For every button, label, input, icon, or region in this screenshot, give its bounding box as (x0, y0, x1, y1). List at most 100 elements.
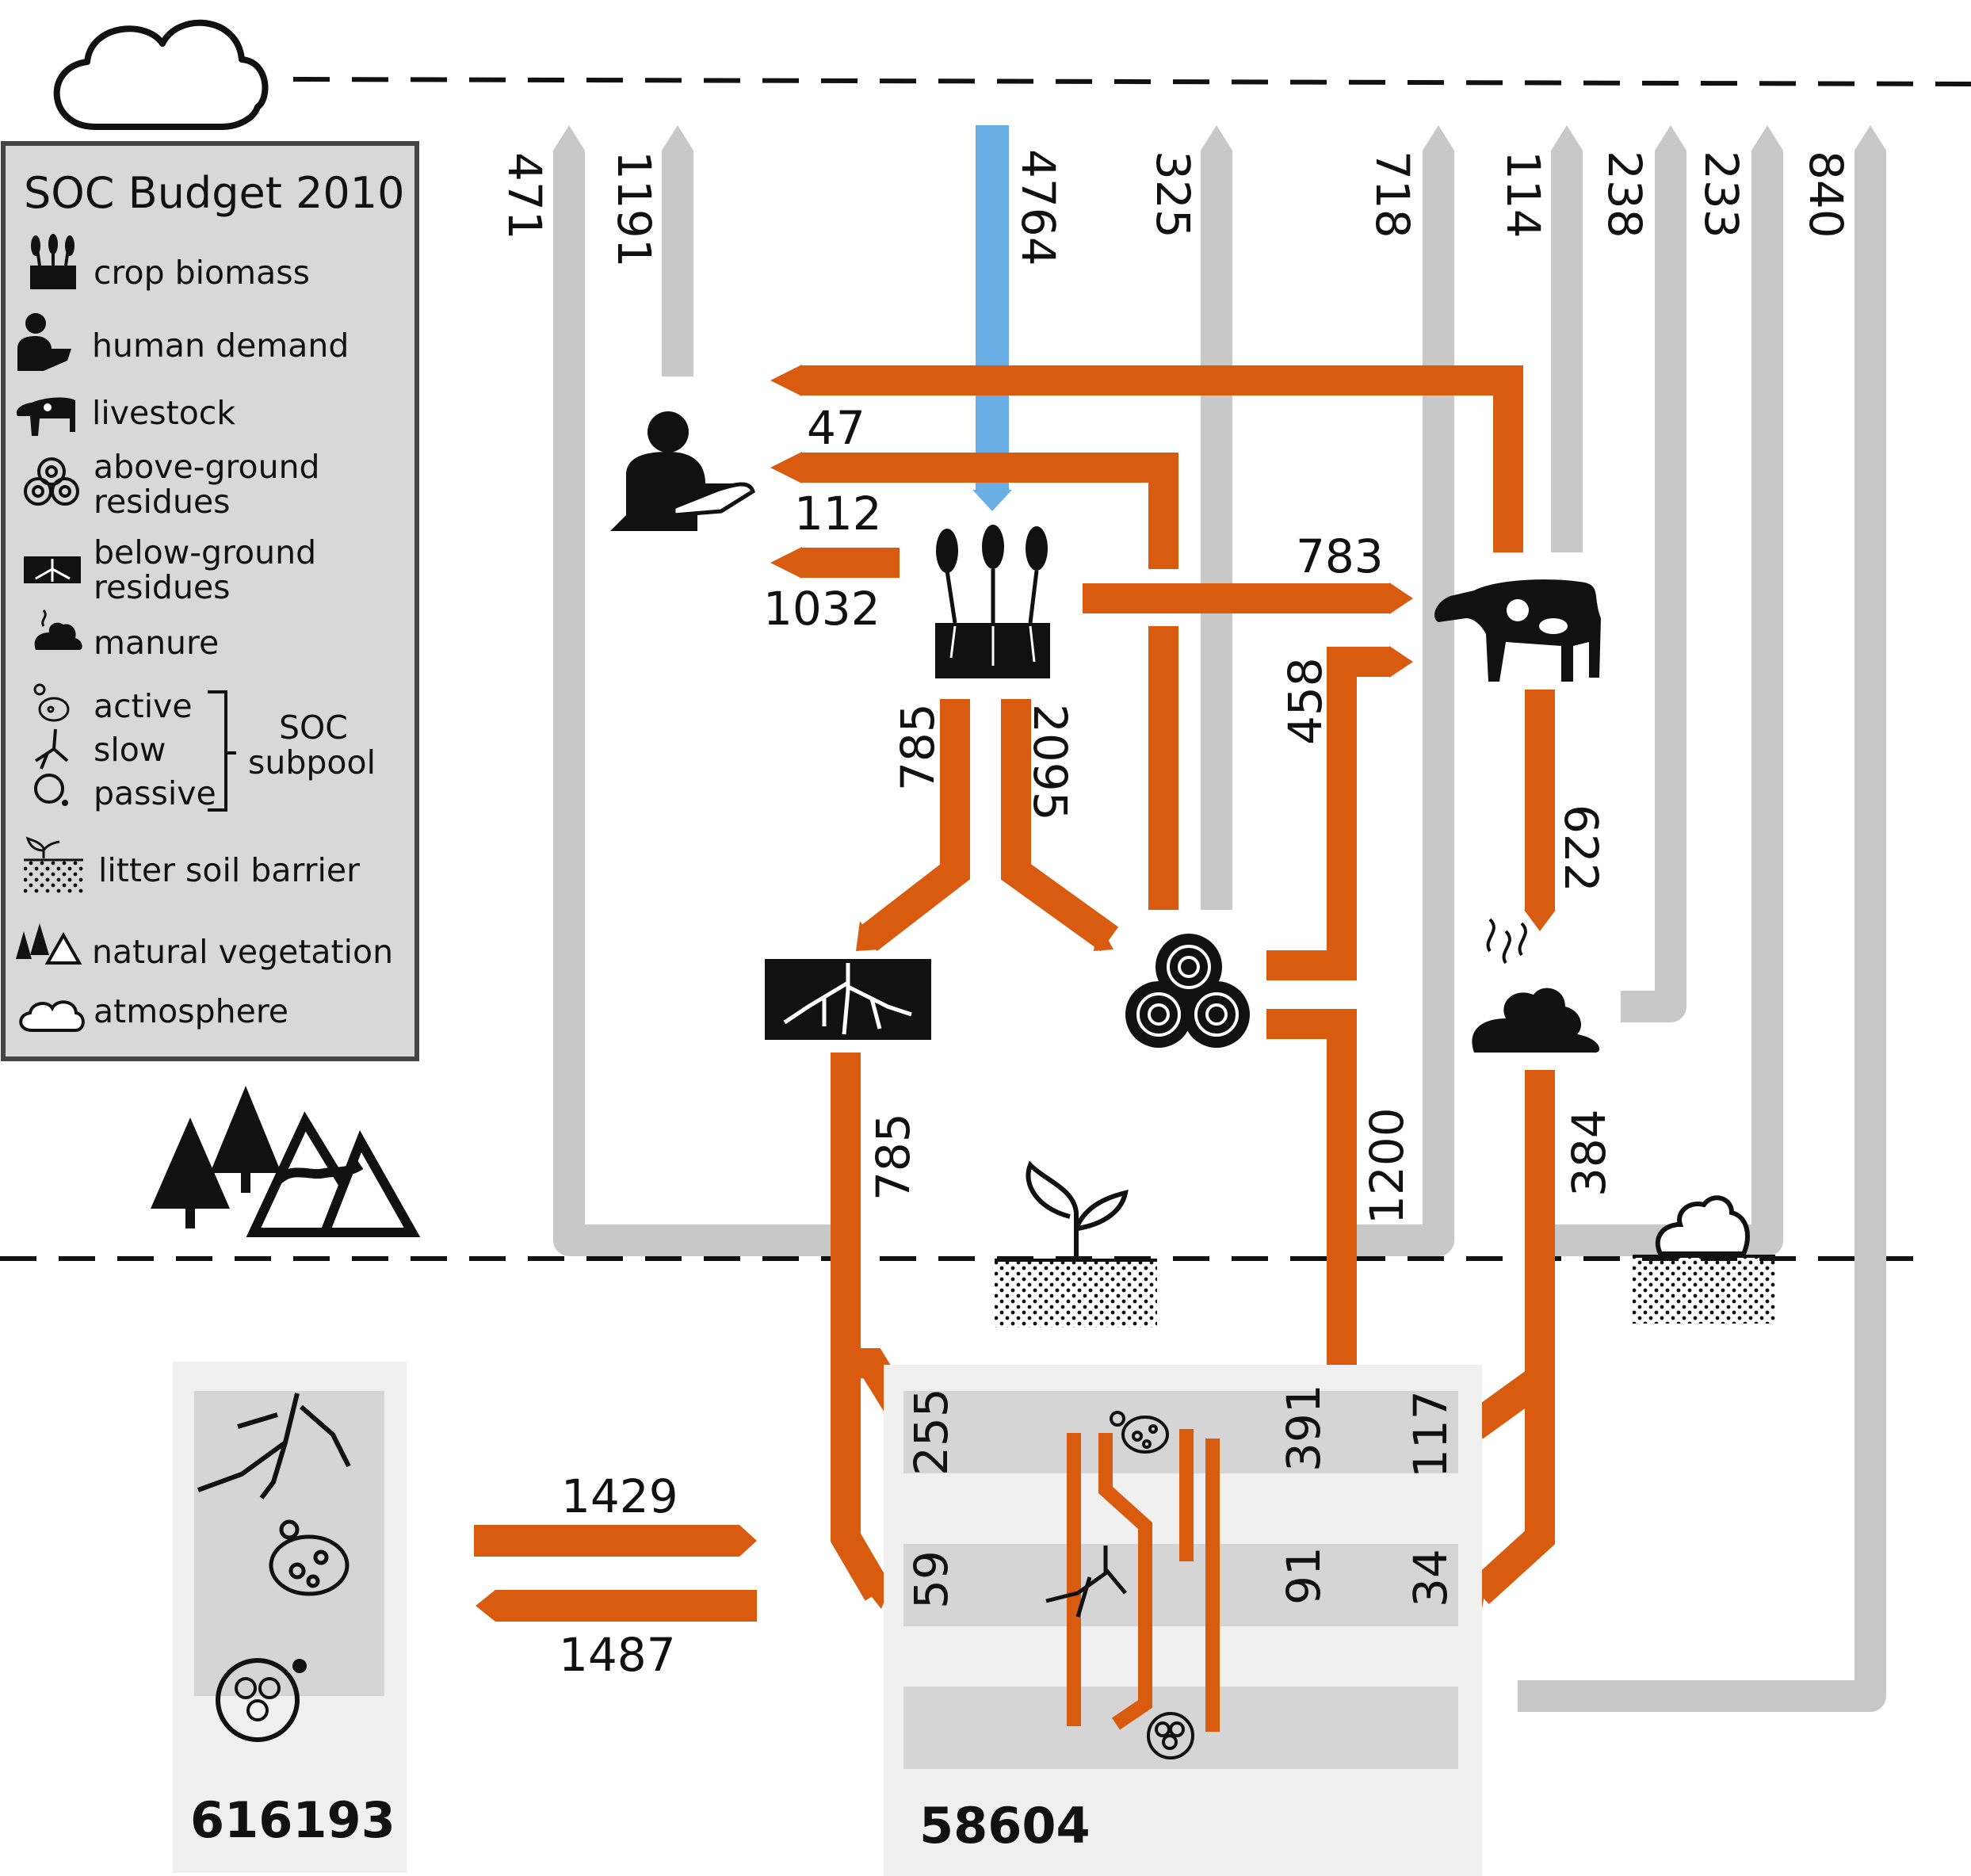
natural-stock-value: 616193 (190, 1791, 395, 1849)
label-471: 471 (498, 152, 552, 240)
soc-subpool-bracket (208, 690, 236, 812)
litter-sprout-icon (995, 1160, 1157, 1328)
legend: SOC Budget 2010 (1, 141, 419, 1061)
flow-residues-to-livestock-458 (1266, 647, 1391, 980)
residues-icon (1125, 934, 1250, 1048)
flow-bg-to-slow (831, 1363, 892, 1601)
label-2095: 2095 (1023, 704, 1077, 821)
emission-flow-233 (1553, 151, 1783, 1256)
legend-manure-icon (34, 609, 82, 650)
legend-above-ground-1: above-ground (94, 448, 320, 486)
label-255: 255 (904, 1388, 958, 1476)
crop-flow-labels: 47 112 1032 783 458 785 2095 622 785 120… (763, 401, 1616, 1225)
label-238: 238 (1598, 151, 1652, 239)
flow-livestock-to-human-47 (800, 365, 1523, 552)
label-4764: 4764 (1011, 149, 1065, 266)
label-785-lower: 785 (866, 1113, 920, 1201)
legend-human-icon (17, 313, 71, 371)
soil-input-flows (831, 1009, 1555, 1605)
natural-stock-box (173, 1362, 407, 1873)
flow-crop-to-aboveground-2095 (1001, 699, 1119, 952)
legend-active: active (94, 687, 193, 725)
legend-cloud-icon (19, 1000, 85, 1032)
flow-human-to-residues-112 (800, 453, 1178, 569)
legend-below-ground-2: residues (94, 568, 231, 606)
label-233: 233 (1694, 151, 1748, 239)
flow-manure-to-soil-384 (1465, 1070, 1555, 1439)
microbe-icon (1110, 1411, 1169, 1454)
legend-crop-icon (30, 234, 76, 289)
label-325: 325 (1146, 151, 1200, 239)
label-622: 622 (1554, 804, 1608, 892)
emission-flow-471 (553, 151, 832, 1256)
legend-litter: litter soil barrier (98, 851, 360, 889)
legend-title: SOC Budget 2010 (24, 168, 404, 218)
atmosphere-boundary-line (292, 77, 1971, 86)
cow-icon (1434, 579, 1601, 682)
passive-aggregate-icon (1147, 1712, 1194, 1759)
legend-human-demand: human demand (92, 327, 349, 365)
cloud-icon (53, 19, 269, 130)
natural-roots-icon (197, 1393, 351, 1500)
legend-slow-icon (34, 728, 69, 770)
label-59: 59 (904, 1550, 958, 1609)
legend-vegetation-icon (16, 923, 82, 965)
legend-passive: passive (94, 774, 216, 812)
legend-litter-icon (24, 836, 83, 893)
emission-labels: 471 1191 4764 325 718 114 238 233 840 (498, 149, 1853, 268)
label-1200: 1200 (1360, 1107, 1414, 1225)
label-718: 718 (1366, 151, 1419, 239)
label-47: 47 (807, 401, 865, 455)
subpool-transfers (1067, 1429, 1220, 1732)
flow-crop-to-belowground-785 (858, 699, 970, 952)
cropland-stock-value: 58604 (919, 1797, 1091, 1855)
legend-box (1, 141, 419, 1061)
label-785-upper: 785 (891, 703, 945, 791)
label-384: 384 (1562, 1109, 1616, 1197)
trees-icon (151, 1086, 281, 1228)
human-icon (610, 411, 755, 531)
legend-above-ground-2: residues (94, 483, 231, 521)
emission-flow-840 (1518, 151, 1886, 1712)
mountains-icon (246, 1111, 421, 1237)
photosynthesis-flow (972, 125, 1012, 511)
emission-flow-238 (1621, 151, 1686, 1022)
label-114: 114 (1496, 151, 1550, 239)
legend-active-icon (33, 683, 70, 722)
label-117: 117 (1404, 1390, 1457, 1478)
label-34: 34 (1404, 1549, 1457, 1607)
legend-subpool: subpool (248, 743, 376, 781)
crop-flows (770, 365, 1556, 980)
label-458: 458 (1278, 657, 1332, 745)
label-391: 391 (1277, 1384, 1331, 1472)
emission-flows (553, 125, 1886, 1712)
label-91: 91 (1277, 1546, 1331, 1605)
legend-cow-icon (16, 397, 76, 436)
label-1429: 1429 (561, 1469, 678, 1523)
natural-passive-icon (216, 1658, 307, 1742)
manure-litter-icon (1633, 1195, 1775, 1324)
label-1487: 1487 (559, 1628, 676, 1682)
label-840: 840 (1799, 151, 1853, 239)
label-1032: 1032 (763, 582, 880, 636)
label-783: 783 (1296, 529, 1384, 583)
legend-natural-vegetation: natural vegetation (92, 933, 393, 971)
slow-roots-icon (1045, 1546, 1127, 1618)
legend-crop-biomass: crop biomass (94, 254, 310, 292)
roots-icon (765, 959, 931, 1040)
natural-microbe-icon (269, 1519, 350, 1596)
manure-icon (1472, 918, 1600, 1053)
soil-pool-labels: 255 59 391 91 117 34 1429 1487 616193 58… (190, 1384, 1457, 1855)
label-112: 112 (794, 487, 882, 541)
legend-soc: SOC (279, 709, 348, 747)
legend-below-ground-1: below-ground (94, 533, 316, 571)
crop-icon (935, 525, 1050, 678)
flow-manure-to-slow (1469, 1379, 1555, 1605)
land-use-exchange (474, 1525, 757, 1622)
label-1191: 1191 (607, 151, 661, 268)
legend-residues-icon (24, 457, 79, 506)
legend-atmosphere: atmosphere (94, 992, 288, 1030)
legend-passive-icon (34, 774, 68, 806)
legend-manure: manure (94, 624, 219, 662)
